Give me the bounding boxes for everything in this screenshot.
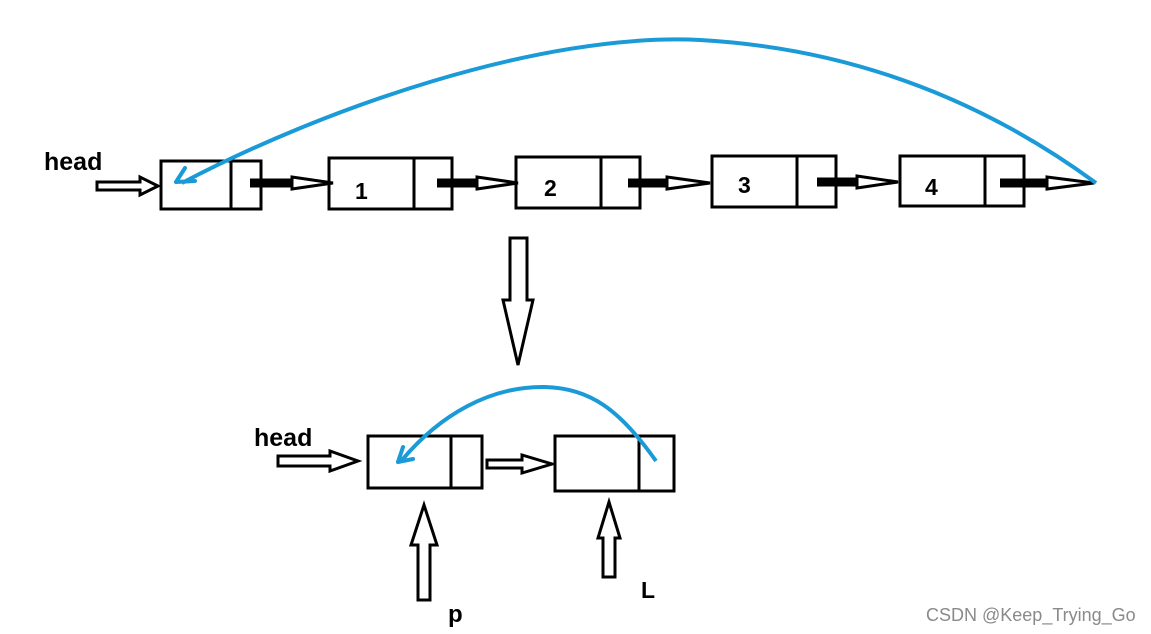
bottom-next-arrow xyxy=(485,452,558,476)
top-next-arrow-4 xyxy=(1000,175,1095,191)
top-next-arrow-3 xyxy=(817,174,899,190)
top-node-1: 1 xyxy=(327,156,454,211)
top-head-arrow xyxy=(95,174,162,198)
top-circular-link-arrowhead xyxy=(174,166,197,184)
bottom-head-label: head xyxy=(254,424,312,452)
top-head-label: head xyxy=(44,148,102,176)
pointer-l-arrow xyxy=(595,496,623,579)
top-next-arrow-2 xyxy=(628,175,711,191)
top-node-1-value: 1 xyxy=(355,178,368,204)
bottom-node-head xyxy=(366,434,484,490)
bottom-node-1 xyxy=(553,434,676,493)
bottom-head-arrow xyxy=(276,448,363,474)
top-node-2: 2 xyxy=(514,155,642,210)
top-node-2-value: 2 xyxy=(544,175,557,201)
top-node-3-value: 3 xyxy=(738,172,751,198)
top-next-arrow-1 xyxy=(437,175,519,191)
top-circular-link-arrow xyxy=(181,37,1098,185)
bottom-circular-link-arrowhead xyxy=(396,445,415,464)
top-next-arrow-0 xyxy=(250,175,334,191)
pointer-p-label: p xyxy=(448,601,463,628)
transform-down-arrow xyxy=(501,236,535,366)
bottom-circular-link-arrow xyxy=(400,384,658,463)
pointer-p-arrow xyxy=(408,500,440,602)
top-node-3: 3 xyxy=(710,154,838,209)
pointer-l-label: L xyxy=(641,577,655,603)
top-node-4-value: 4 xyxy=(925,174,938,200)
watermark-text: CSDN @Keep_Trying_Go xyxy=(926,605,1136,626)
